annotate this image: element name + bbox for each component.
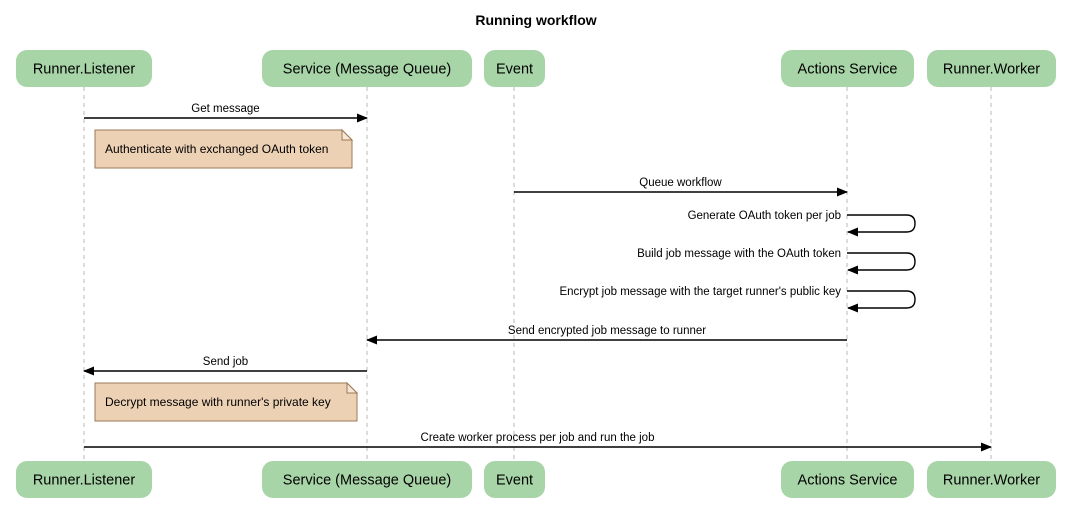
participant-runner-listener-bottom[interactable]: Runner.Listener [16, 461, 152, 498]
message-arrow-generate-oauth-token-per-job [847, 214, 916, 237]
participant-box-actions-service [781, 50, 914, 87]
message-label-create-worker-process: Create worker process per job and run th… [421, 432, 655, 444]
message-send-encrypted-job-message[interactable]: Send encrypted job message to runner [366, 325, 847, 345]
note-body [94, 382, 358, 422]
actors-top-layer: Runner.Listener Service (Message Queue) Ev… [16, 50, 1056, 87]
page-title: Running workflow [475, 12, 596, 28]
participant-box-runner-worker [927, 50, 1056, 87]
message-encrypt-job-message[interactable]: Encrypt job message with the target runn… [559, 286, 916, 313]
note-fold-corner-icon [341, 128, 354, 141]
participant-box-event [484, 461, 545, 498]
message-label-send-job: Send job [203, 356, 248, 368]
message-label-get-message: Get message [191, 103, 259, 115]
participant-box-runner-listener [16, 461, 152, 498]
participant-label-runner-listener: Runner.Listener [33, 472, 136, 488]
notes-layer: Authenticate with exchanged OAuth tokenD… [94, 128, 359, 422]
participant-box-service-message-queue [262, 50, 472, 87]
participant-label-runner-worker: Runner.Worker [943, 472, 1040, 488]
note-authenticate[interactable]: Authenticate with exchanged OAuth token [94, 128, 354, 169]
participant-actions-service-top[interactable]: Actions Service [781, 50, 914, 87]
participant-runner-worker-top[interactable]: Runner.Worker [927, 50, 1056, 87]
message-label-build-job-message: Build job message with the OAuth token [637, 248, 841, 260]
participant-service-message-queue-top[interactable]: Service (Message Queue) [262, 50, 472, 87]
participant-box-service-message-queue [262, 461, 472, 498]
message-send-job[interactable]: Send job [83, 356, 367, 376]
message-arrow-encrypt-job-message [847, 290, 916, 313]
message-label-generate-oauth-token-per-job: Generate OAuth token per job [688, 210, 841, 222]
note-decrypt[interactable]: Decrypt message with runner's private ke… [94, 381, 359, 422]
participant-event-bottom[interactable]: Event [484, 461, 545, 498]
participant-runner-worker-bottom[interactable]: Runner.Worker [927, 461, 1056, 498]
message-queue-workflow[interactable]: Queue workflow [514, 177, 848, 197]
message-generate-oauth-token-per-job[interactable]: Generate OAuth token per job [688, 210, 916, 237]
message-build-job-message[interactable]: Build job message with the OAuth token [637, 248, 916, 275]
message-label-encrypt-job-message: Encrypt job message with the target runn… [559, 286, 841, 298]
note-body [94, 129, 353, 169]
message-label-queue-workflow: Queue workflow [639, 177, 722, 189]
participant-label-event: Event [496, 61, 533, 77]
participant-label-service-message-queue: Service (Message Queue) [283, 61, 451, 77]
participant-box-runner-worker [927, 461, 1056, 498]
participant-event-top[interactable]: Event [484, 50, 545, 87]
participant-service-message-queue-bottom[interactable]: Service (Message Queue) [262, 461, 472, 498]
participant-label-runner-worker: Runner.Worker [943, 61, 1040, 77]
participant-label-actions-service: Actions Service [798, 61, 898, 77]
message-label-send-encrypted-job-message: Send encrypted job message to runner [508, 325, 706, 337]
message-create-worker-process[interactable]: Create worker process per job and run th… [84, 432, 992, 452]
participant-box-event [484, 50, 545, 87]
note-fold-corner-icon [346, 381, 359, 394]
participant-label-actions-service: Actions Service [798, 472, 898, 488]
participant-runner-listener-top[interactable]: Runner.Listener [16, 50, 152, 87]
message-arrow-build-job-message [847, 252, 916, 275]
participant-label-runner-listener: Runner.Listener [33, 61, 136, 77]
participant-box-actions-service [781, 461, 914, 498]
message-get-message[interactable]: Get message [84, 103, 368, 123]
participant-box-runner-listener [16, 50, 152, 87]
participant-label-event: Event [496, 472, 533, 488]
note-label: Decrypt message with runner's private ke… [105, 395, 331, 409]
participant-actions-service-bottom[interactable]: Actions Service [781, 461, 914, 498]
actors-bottom-layer: Runner.Listener Service (Message Queue) Ev… [16, 461, 1056, 498]
participant-label-service-message-queue: Service (Message Queue) [283, 472, 451, 488]
note-label: Authenticate with exchanged OAuth token [105, 142, 328, 156]
